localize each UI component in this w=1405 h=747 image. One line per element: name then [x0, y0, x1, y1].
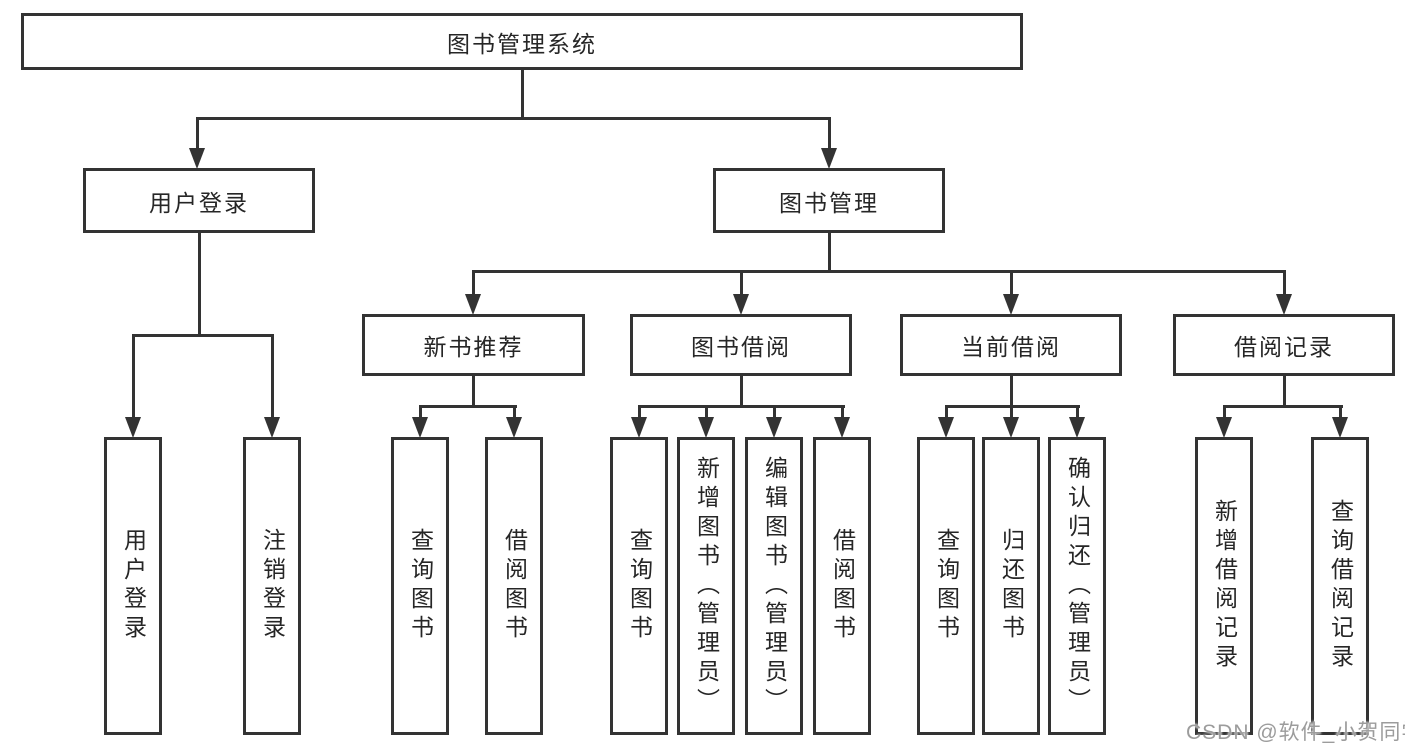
- connector-mgmt-drop-2: [739, 270, 743, 298]
- arrow-down-return-book: [1003, 417, 1019, 438]
- connector-mgmt-drop-1: [471, 270, 475, 298]
- connector-current-drop-3: [1075, 405, 1079, 421]
- leaf-add-book-admin: 新增图书（管理员）: [677, 437, 735, 735]
- node-root-label: 图书管理系统: [447, 30, 597, 57]
- connector-login-drop-2: [270, 334, 274, 420]
- node-user-login-label: 用户登录: [149, 189, 249, 216]
- leaf-return-book-label: 归还图书: [998, 528, 1025, 644]
- connector-mgmt-stub: [827, 233, 831, 273]
- connector-rec-hline: [418, 405, 517, 408]
- leaf-current-query-book: 查询图书: [917, 437, 975, 735]
- node-current-borrow-label: 当前借阅: [961, 334, 1061, 360]
- leaf-confirm-return-admin-label: 确认归还（管理员）: [1064, 455, 1091, 717]
- leaf-confirm-return-admin: 确认归还（管理员）: [1048, 437, 1106, 735]
- node-book-mgmt: 图书管理: [713, 168, 945, 233]
- arrow-down-borrow-lend-book: [834, 417, 850, 438]
- leaf-edit-book-admin-label: 编辑图书（管理员）: [761, 455, 788, 717]
- arrow-down-current-query-book: [938, 417, 954, 438]
- leaf-user-login-label: 用户登录: [120, 528, 147, 644]
- leaf-current-query-book-label: 查询图书: [933, 528, 960, 644]
- node-borrow-records: 借阅记录: [1173, 314, 1395, 376]
- arrow-down-book-mgmt: [821, 148, 837, 169]
- leaf-add-borrow-record-label: 新增借阅记录: [1211, 499, 1238, 673]
- leaf-rec-query-book: 查询图书: [391, 437, 449, 735]
- connector-rec-drop-2: [512, 405, 516, 421]
- connector-rec-stub: [471, 376, 475, 407]
- leaf-logout: 注销登录: [243, 437, 301, 735]
- connector-borrow-drop-1: [637, 405, 641, 421]
- connector-login-hline: [131, 334, 274, 337]
- connector-records-hline: [1222, 405, 1343, 408]
- connector-login-drop-1: [131, 334, 135, 420]
- node-new-book-rec-label: 新书推荐: [423, 334, 524, 360]
- arrow-down-add-borrow-record: [1216, 417, 1232, 438]
- connector-login-stub: [197, 233, 201, 337]
- leaf-edit-book-admin: 编辑图书（管理员）: [745, 437, 803, 735]
- arrow-down-query-borrow-record: [1332, 417, 1348, 438]
- node-book-mgmt-label: 图书管理: [779, 189, 879, 216]
- leaf-borrow-query-book: 查询图书: [610, 437, 668, 735]
- arrow-down-confirm-return-admin: [1069, 417, 1085, 438]
- connector-root-drop-left: [195, 117, 199, 152]
- node-current-borrow: 当前借阅: [900, 314, 1122, 376]
- connector-current-drop-2: [1009, 405, 1013, 421]
- leaf-rec-borrow-book: 借阅图书: [485, 437, 543, 735]
- connector-mgmt-drop-4: [1282, 270, 1286, 298]
- leaf-rec-query-book-label: 查询图书: [407, 528, 434, 644]
- leaf-return-book: 归还图书: [982, 437, 1040, 735]
- node-borrow-records-label: 借阅记录: [1234, 334, 1334, 360]
- leaf-logout-label: 注销登录: [259, 528, 286, 644]
- arrow-down-current-borrow: [1003, 294, 1019, 315]
- connector-mgmt-hline: [471, 270, 1286, 273]
- arrow-down-edit-book-admin: [766, 417, 782, 438]
- leaf-rec-borrow-book-label: 借阅图书: [501, 528, 528, 644]
- arrow-down-leaf-logout: [264, 417, 280, 438]
- connector-root-drop-right: [827, 117, 831, 152]
- node-new-book-rec: 新书推荐: [362, 314, 585, 376]
- connector-mgmt-drop-3: [1009, 270, 1013, 298]
- connector-rec-drop-1: [418, 405, 422, 421]
- connector-records-drop-2: [1338, 405, 1342, 421]
- leaf-user-login: 用户登录: [104, 437, 162, 735]
- leaf-borrow-query-book-label: 查询图书: [626, 528, 653, 644]
- leaf-add-borrow-record: 新增借阅记录: [1195, 437, 1253, 735]
- connector-current-stub: [1009, 376, 1013, 407]
- leaf-query-borrow-record-label: 查询借阅记录: [1327, 499, 1354, 673]
- node-user-login: 用户登录: [83, 168, 315, 233]
- leaf-borrow-lend-book-label: 借阅图书: [829, 528, 856, 644]
- leaf-query-borrow-record: 查询借阅记录: [1311, 437, 1369, 735]
- node-book-borrow-label: 图书借阅: [691, 334, 791, 360]
- connector-root-stub: [520, 69, 524, 119]
- arrow-down-borrow-query-book: [631, 417, 647, 438]
- connector-borrow-drop-2: [704, 405, 708, 421]
- connector-records-stub: [1282, 376, 1286, 407]
- connector-current-drop-1: [944, 405, 948, 421]
- connector-borrow-drop-4: [840, 405, 844, 421]
- leaf-add-book-admin-label: 新增图书（管理员）: [693, 455, 720, 717]
- connector-records-drop-1: [1222, 405, 1226, 421]
- connector-root-hline: [195, 117, 831, 120]
- watermark: CSDN @软件_小贺同学: [1186, 721, 1405, 744]
- arrow-down-add-book-admin: [698, 417, 714, 438]
- node-book-borrow: 图书借阅: [630, 314, 852, 376]
- arrow-down-book-borrow: [733, 294, 749, 315]
- leaf-borrow-lend-book: 借阅图书: [813, 437, 871, 735]
- arrow-down-leaf-user-login: [125, 417, 141, 438]
- arrow-down-rec-borrow-book: [506, 417, 522, 438]
- connector-borrow-stub: [739, 376, 743, 407]
- arrow-down-borrow-records: [1276, 294, 1292, 315]
- connector-borrow-hline: [637, 405, 845, 408]
- arrow-down-rec-query-book: [412, 417, 428, 438]
- arrow-down-user-login: [189, 148, 205, 169]
- arrow-down-new-book-rec: [465, 294, 481, 315]
- node-root: 图书管理系统: [21, 13, 1023, 70]
- connector-borrow-drop-3: [772, 405, 776, 421]
